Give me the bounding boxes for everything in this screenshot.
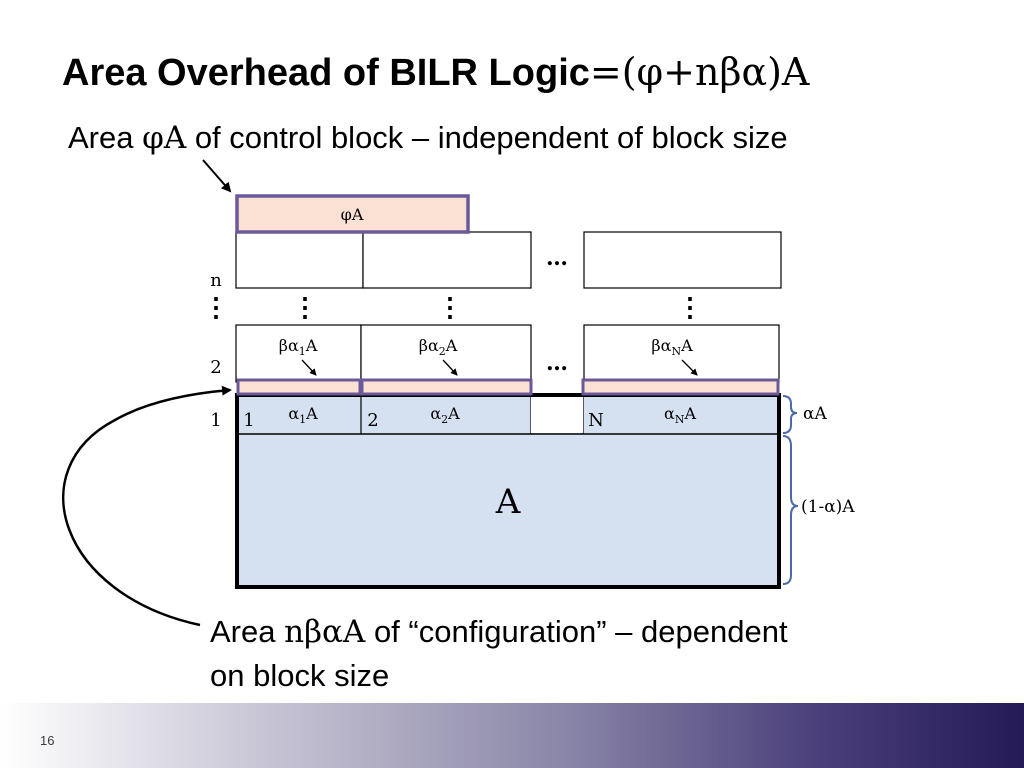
bilr-area-diagram: φA βα1A βα2A βαNA 1 2 N α1A α2A αNA A n … (62, 159, 855, 627)
block-label-2: α2A (430, 404, 460, 426)
row-label-1: 1 (210, 410, 221, 431)
config-arrow-1 (301, 359, 317, 376)
vdots-rows: ⋮ (203, 293, 229, 323)
config-row-n-box-1 (235, 231, 364, 289)
footer-bar: 16 (0, 703, 1024, 768)
subtitle-suffix: of control block – independent of block … (186, 120, 788, 155)
caption: Area nβαA of “configuration” – dependent… (210, 610, 788, 698)
pink-bar-2 (360, 378, 533, 396)
main-label: A (495, 482, 521, 522)
config-arrow-n (681, 359, 698, 376)
brace-one-minus-alpha (782, 435, 799, 585)
subtitle-math: φA (142, 120, 187, 156)
brace-label-alpha: αA (803, 404, 827, 424)
config-box-1 (235, 324, 362, 383)
title-text: Area Overhead of BILR Logic (62, 52, 590, 94)
control-label: φA (341, 205, 364, 224)
block-number-n: N (588, 410, 604, 431)
vdots-col-1: ⋮ (292, 293, 318, 323)
caption-prefix: Area (210, 614, 285, 649)
brace-alpha (782, 395, 798, 434)
control-block (235, 194, 470, 234)
config-curve-arrow (62, 385, 232, 627)
block-number-2: 2 (367, 410, 378, 431)
page-number: 16 (40, 733, 55, 748)
control-arrow (202, 159, 232, 193)
brace-label-one-minus-alpha: (1-α)A (801, 497, 855, 517)
config-row-n-box-2 (362, 231, 532, 289)
caption-math: nβαA (284, 614, 366, 650)
page-title: Area Overhead of BILR Logic=(φ+nβα)A (62, 50, 809, 95)
config-row-n-box-n (583, 231, 782, 289)
ellipsis-row-2: … (546, 350, 568, 376)
config-arrow-2 (442, 359, 458, 376)
ellipsis-row-n: … (546, 245, 568, 271)
config-box-2 (360, 324, 532, 383)
vdots-col-2: ⋮ (437, 293, 463, 323)
config-box-n (583, 324, 780, 383)
row-label-n: n (210, 270, 222, 291)
block-gap (531, 397, 583, 433)
caption-line-2: on block size (210, 658, 390, 693)
row-label-2: 2 (210, 357, 221, 378)
main-block (235, 393, 781, 589)
config-label-2: βα2A (419, 336, 458, 358)
block-label-n: αNA (664, 404, 696, 426)
title-formula: =(φ+nβα)A (589, 50, 810, 94)
block-label-1: α1A (288, 404, 318, 426)
config-label-1: βα1A (279, 336, 318, 358)
caption-line-1: Area nβαA of “configuration” – dependent (210, 610, 788, 654)
config-label-n: βαNA (651, 336, 693, 358)
subtitle: Area φA of control block – independent o… (68, 120, 788, 156)
subtitle-prefix: Area (68, 120, 143, 155)
pink-bar-1 (236, 378, 362, 396)
vdots-col-n: ⋮ (677, 293, 703, 323)
block-number-1: 1 (243, 410, 254, 431)
caption-suffix: of “configuration” – dependent (365, 614, 788, 649)
pink-bar-n (581, 378, 780, 396)
